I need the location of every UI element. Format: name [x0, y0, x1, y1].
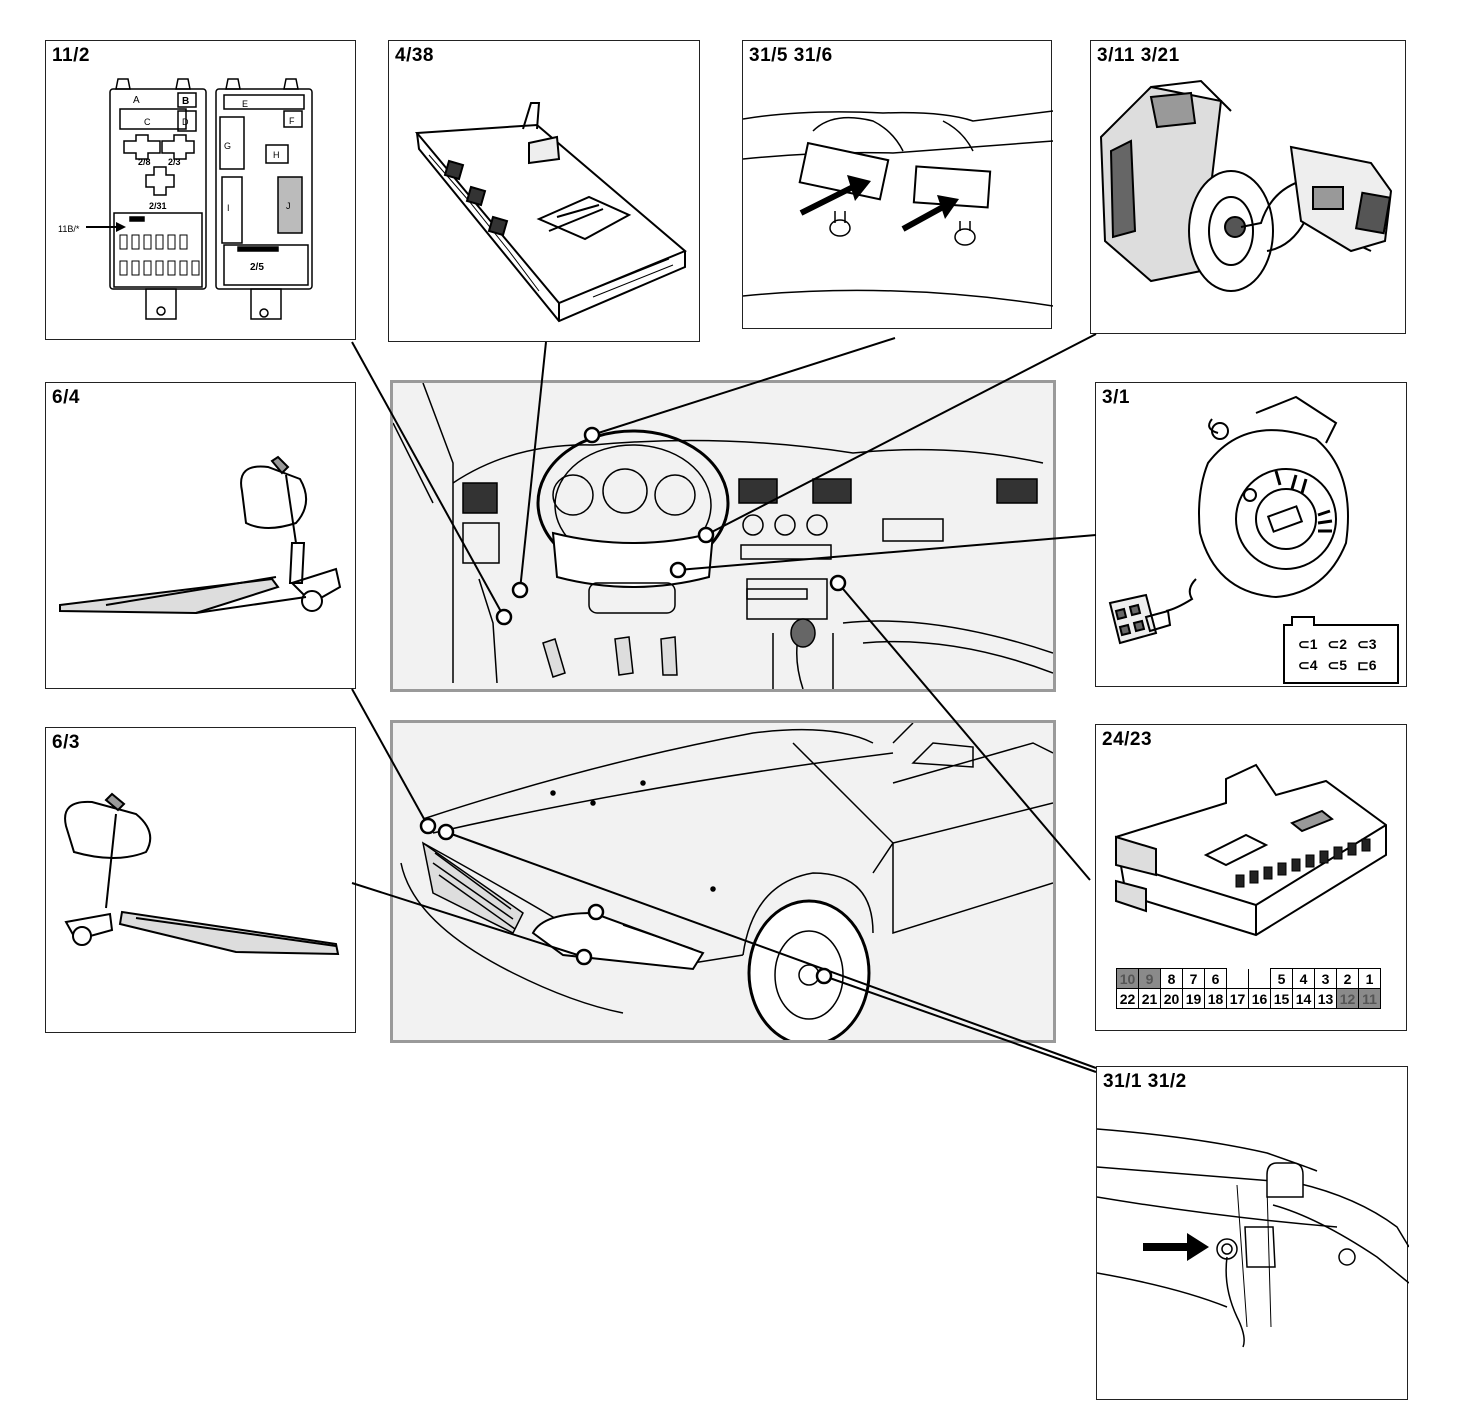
pin-cell: 8 [1160, 968, 1183, 989]
panel-label: 6/4 [52, 387, 80, 408]
fuse-c-label: C [144, 117, 151, 127]
panel-label: 4/38 [395, 45, 434, 66]
pin-cell [1248, 968, 1271, 989]
pin-cell: ⊂2 [1327, 636, 1348, 652]
stalk-switch-illustration [1099, 79, 1393, 292]
pin-cell: 19 [1182, 988, 1205, 1009]
pin-cell: 22 [1116, 988, 1139, 1009]
headlamp-motor-illustration [64, 792, 340, 956]
pin-cell: 10 [1116, 968, 1139, 989]
pin-legend-3-1: ⊂1 ⊂2 ⊂3 ⊂4 ⊂5 ⊏6 [1292, 633, 1383, 677]
pin-cell: 13 [1314, 988, 1337, 1009]
pin-cell [1226, 968, 1249, 989]
pin-cell: 15 [1270, 988, 1293, 1009]
panel-label: 31/1 31/2 [1103, 1071, 1187, 1092]
fuse-b-label: B [182, 96, 189, 107]
panel-label: 3/11 3/21 [1097, 45, 1180, 66]
panel-31-1-31-2: 31/1 31/2 [1096, 1066, 1409, 1400]
panel-31-5-31-6: 31/5 31/6 [742, 40, 1053, 329]
connector-illustration [1114, 763, 1387, 937]
pin-cell: 1 [1358, 968, 1381, 989]
fuse-g-label: G [224, 141, 231, 151]
pin-cell: 4 [1292, 968, 1315, 989]
car-front-view [390, 720, 1056, 1043]
fuse-j-label: J [286, 201, 291, 211]
panel-6-3: 6/3 [45, 727, 356, 1033]
relay-2-8-label: 2/8 [138, 157, 151, 167]
pin-cell: 14 [1292, 988, 1315, 1009]
pin-cell: 9 [1138, 968, 1161, 989]
pin-cell: 6 [1204, 968, 1227, 989]
pin-cell: 2 [1336, 968, 1359, 989]
headlamp-motor-illustration [59, 455, 342, 615]
pin-cell: 21 [1138, 988, 1161, 1009]
ground-points-illustration [743, 110, 1053, 307]
panel-11-2: 11/2 [45, 40, 356, 340]
dashboard-illustration [393, 383, 1053, 689]
pin-cell: ⊂5 [1327, 657, 1348, 673]
fuse-h-label: H [273, 150, 280, 160]
fuse-e-label: E [242, 99, 248, 109]
panel-label: 6/3 [52, 732, 80, 753]
panel-6-4: 6/4 [45, 382, 356, 689]
pin-cell: 12 [1336, 988, 1359, 1009]
panel-label: 31/5 31/6 [749, 45, 833, 66]
callout-11b-label: 11B/* [58, 224, 80, 234]
pin-cell: ⊂1 [1298, 636, 1318, 652]
relay-2-3-label: 2/3 [168, 157, 181, 167]
panel-label: 24/23 [1102, 729, 1153, 750]
pin-cell: 17 [1226, 988, 1249, 1009]
pin-cell: 5 [1270, 968, 1293, 989]
control-module-illustration [414, 102, 687, 323]
pin-cell: 20 [1160, 988, 1183, 1009]
pin-cell: ⊏6 [1357, 657, 1377, 673]
headlight-switch-illustration [1108, 395, 1399, 684]
panel-4-38: 4/38 [388, 40, 700, 342]
pin-cell: ⊂4 [1298, 657, 1318, 673]
panel-3-1: 3/1 ⊂1 ⊂2 ⊂3 ⊂4 ⊂5 ⊏6 [1095, 382, 1407, 687]
panel-label: 3/1 [1102, 387, 1130, 408]
panel-3-11-3-21: 3/11 3/21 [1090, 40, 1406, 334]
relay-2-31-label: 2/31 [149, 201, 167, 211]
relay-2-5-label: 2/5 [250, 262, 264, 273]
dashboard-view [390, 380, 1056, 692]
fuse-d-label: D [182, 117, 189, 127]
fuse-i-label: I [227, 203, 230, 213]
fuse-a-label: A [133, 95, 140, 106]
ground-point-illustration [1097, 1128, 1409, 1348]
pin-cell: 16 [1248, 988, 1271, 1009]
pin-cell: 3 [1314, 968, 1337, 989]
fusebox-illustration: A B C D 2/8 2/3 2/31 E F G H I J 2/5 11B… [58, 78, 313, 320]
pin-cell: 18 [1204, 988, 1227, 1009]
car-front-illustration [400, 723, 1053, 1040]
pin-cell: 11 [1358, 988, 1381, 1009]
pin-cell: ⊂3 [1357, 636, 1377, 652]
panel-label: 11/2 [52, 45, 90, 66]
pin-cell: 7 [1182, 968, 1205, 989]
fuse-f-label: F [289, 116, 295, 126]
